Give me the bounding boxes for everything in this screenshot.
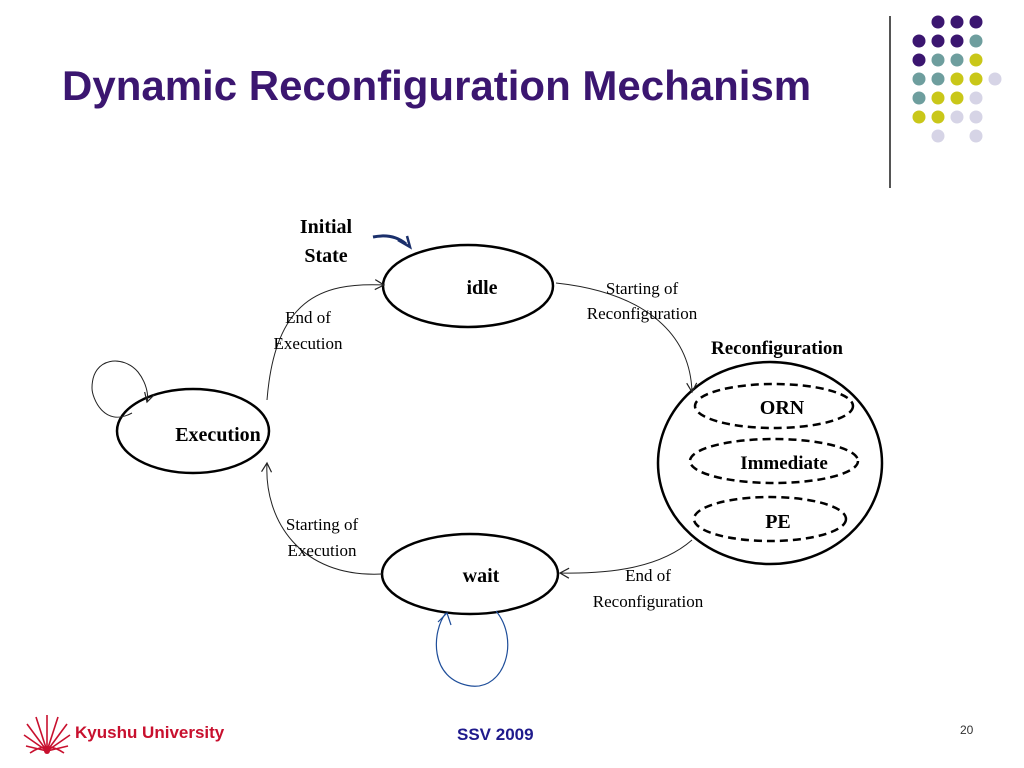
state-execution-label: Execution	[175, 424, 261, 446]
decorative-dot	[931, 91, 945, 105]
decorative-dot	[950, 91, 964, 105]
decorative-dot-grid	[912, 15, 1002, 143]
label-starting-reconfiguration-line2: Reconfiguration	[587, 304, 698, 323]
decorative-dot	[950, 15, 964, 29]
transition-end-execution-arrow	[266, 279, 386, 401]
decorative-dot	[931, 110, 945, 124]
initial-state-label-line1: Initial	[300, 216, 353, 238]
decorative-dot	[931, 129, 945, 143]
decorative-dot	[950, 72, 964, 86]
transition-starting-reconfiguration-arrow	[555, 282, 698, 394]
label-end-execution-line2: Execution	[274, 334, 343, 353]
label-end-reconfiguration-line1: End of	[625, 566, 671, 585]
wait-self-loop	[435, 610, 509, 687]
decorative-dot	[950, 110, 964, 124]
state-diagram: Initial State idle Execution wait Reconf…	[91, 216, 884, 687]
initial-state-label-line2: State	[304, 245, 347, 267]
footer-event: SSV 2009	[457, 725, 534, 744]
initial-state-arrow-tip	[397, 235, 413, 250]
label-starting-execution-line2: Execution	[288, 541, 357, 560]
decorative-dot	[969, 15, 983, 29]
slide-title: Dynamic Reconfiguration Mechanism	[62, 62, 812, 109]
decorative-dot	[912, 91, 926, 105]
execution-self-loop	[91, 360, 155, 418]
decorative-dot	[931, 15, 945, 29]
footer-university-name: Kyushu University	[75, 723, 225, 742]
decorative-dot	[950, 53, 964, 67]
decorative-dot	[912, 72, 926, 86]
decorative-dot	[969, 53, 983, 67]
decorative-dot	[931, 53, 945, 67]
transition-starting-execution-arrow	[261, 461, 383, 575]
mode-immediate	[688, 437, 860, 485]
decorative-dot	[912, 53, 926, 67]
decorative-dot	[969, 72, 983, 86]
decorative-divider	[889, 16, 891, 188]
mode-orn-label: ORN	[760, 397, 805, 419]
decorative-dot	[912, 110, 926, 124]
decorative-dot	[988, 72, 1002, 86]
label-end-execution-line1: End of	[285, 308, 331, 327]
label-starting-execution-line1: Starting of	[286, 515, 359, 534]
decorative-dot	[969, 110, 983, 124]
decorative-dot	[931, 34, 945, 48]
transition-end-reconfiguration-arrow	[558, 539, 693, 579]
decorative-dot	[969, 129, 983, 143]
state-reconfiguration	[656, 360, 884, 566]
label-end-reconfiguration-line2: Reconfiguration	[593, 592, 704, 611]
wait-self-loop-tip	[437, 611, 452, 626]
page-number: 20	[960, 723, 974, 737]
mode-orn	[693, 382, 855, 430]
label-starting-reconfiguration-line1: Starting of	[606, 279, 679, 298]
decorative-dot	[912, 34, 926, 48]
decorative-dot	[969, 34, 983, 48]
mode-pe-label: PE	[765, 511, 791, 533]
decorative-dot	[931, 72, 945, 86]
mode-immediate-label: Immediate	[740, 453, 828, 474]
state-idle-label: idle	[466, 277, 497, 299]
state-reconfiguration-label: Reconfiguration	[711, 338, 843, 359]
state-execution	[115, 387, 271, 475]
decorative-dot	[969, 91, 983, 105]
state-wait-label: wait	[463, 565, 500, 587]
decorative-dot	[950, 34, 964, 48]
mode-pe	[692, 495, 848, 543]
university-logo-icon	[23, 715, 71, 754]
